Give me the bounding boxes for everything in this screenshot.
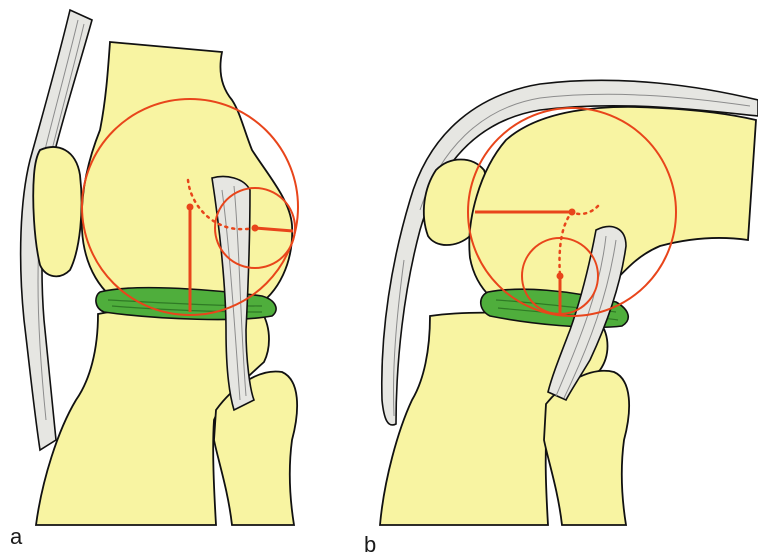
panel-b-flexed-knee [380,80,758,525]
panel-b-large-center-point [569,209,576,216]
panel-label-b: b [364,534,376,556]
panel-a-small-center-point [252,225,259,232]
panel-b-small-center-point [557,273,564,280]
panel-a-patella [33,147,81,276]
panel-label-a: a [10,526,22,548]
panel-a-large-center-point [187,204,194,211]
panel-a-extended-knee [21,10,298,525]
